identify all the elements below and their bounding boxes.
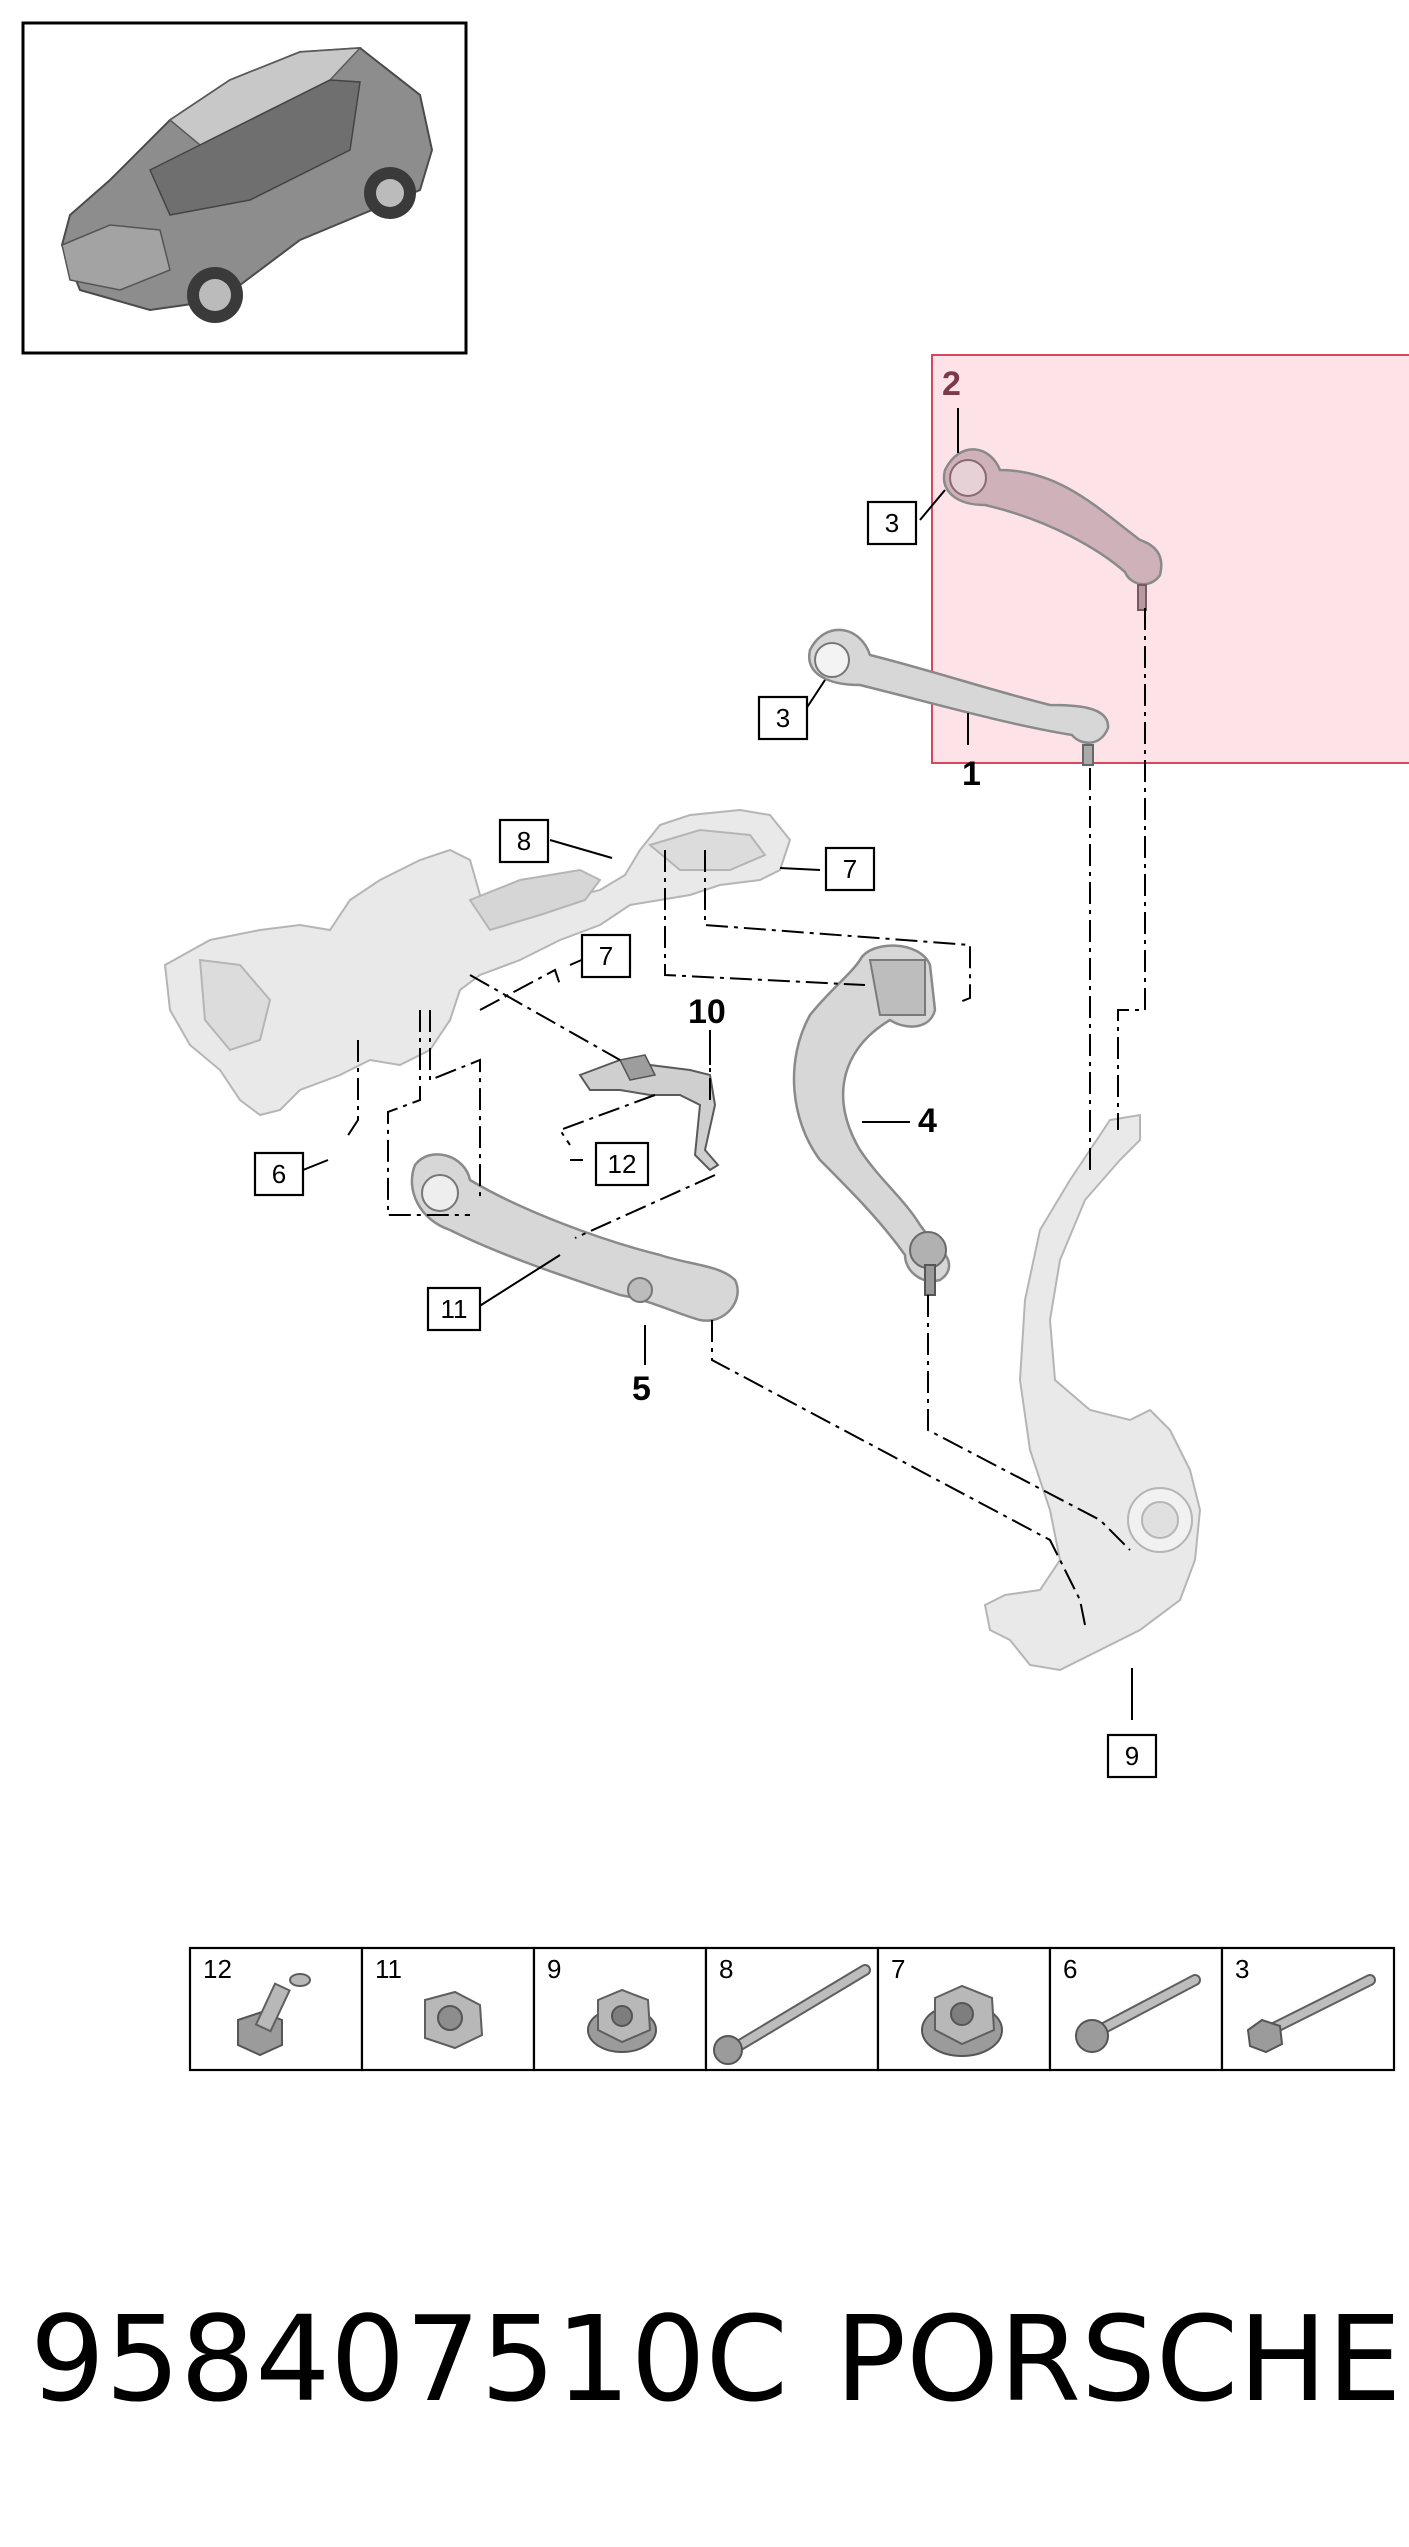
svg-text:11: 11 [375, 1954, 402, 1984]
svg-text:7: 7 [843, 854, 857, 884]
flange-bolt-short-icon [237, 1973, 311, 2057]
hardware-cell-12[interactable]: 12 [188, 1946, 364, 2072]
svg-text:12: 12 [203, 1954, 232, 1984]
callout-7-upper[interactable]: 7 [824, 846, 876, 892]
svg-text:3: 3 [885, 508, 899, 538]
svg-text:2: 2 [942, 365, 961, 403]
upper-control-arm-front[interactable] [942, 448, 1163, 611]
callout-9[interactable]: 9 [1106, 1733, 1158, 1779]
svg-text:11: 11 [441, 1294, 468, 1324]
front-subframe [163, 808, 792, 1117]
svg-text:3: 3 [776, 703, 790, 733]
svg-text:6: 6 [272, 1159, 286, 1189]
hex-nut-icon [424, 1990, 484, 2050]
svg-text:12: 12 [608, 1149, 637, 1179]
hardware-cell-3[interactable]: 3 [1220, 1946, 1396, 2072]
callout-3-upper[interactable]: 3 [866, 500, 918, 546]
svg-text:8: 8 [517, 826, 531, 856]
svg-text:10: 10 [688, 993, 726, 1031]
callout-1[interactable]: 1 [962, 755, 981, 793]
assembly-lines [344, 608, 1146, 1626]
svg-text:8: 8 [719, 1954, 733, 1984]
brand-name: PORSCHE [835, 2290, 1402, 2428]
long-torx-bolt-icon [713, 1964, 871, 2065]
svg-text:6: 6 [1063, 1954, 1077, 1984]
callout-11[interactable]: 11 [426, 1286, 482, 1332]
callout-12[interactable]: 12 [594, 1141, 650, 1187]
svg-text:1: 1 [962, 755, 981, 793]
vehicle-thumbnail [21, 21, 468, 355]
large-flange-nut-icon [921, 1984, 1003, 2057]
lower-control-arm-curved[interactable] [792, 944, 951, 1296]
callout-7-lower[interactable]: 7 [580, 933, 632, 979]
car-icon [60, 46, 434, 323]
callout-5[interactable]: 5 [632, 1370, 651, 1408]
callout-6[interactable]: 6 [253, 1151, 305, 1197]
hex-bolt-icon [1246, 1974, 1376, 2054]
callout-4[interactable]: 4 [918, 1102, 937, 1140]
svg-text:7: 7 [891, 1954, 905, 1984]
level-sensor-linkage[interactable] [578, 1054, 720, 1172]
svg-text:9: 9 [547, 1954, 561, 1984]
upper-control-arm-rear[interactable] [807, 628, 1110, 766]
wheel-carrier [983, 1113, 1202, 1672]
caption: 958407510C PORSCHE [30, 2290, 1402, 2428]
callout-8[interactable]: 8 [498, 818, 550, 864]
torx-bolt-icon [1075, 1974, 1201, 2053]
flange-nut-icon [587, 1988, 657, 2053]
svg-text:3: 3 [1235, 1954, 1249, 1984]
callout-2[interactable]: 2 [942, 365, 961, 403]
svg-text:9: 9 [1125, 1741, 1139, 1771]
hardware-cell-8[interactable]: 8 [704, 1946, 880, 2072]
hardware-cell-6[interactable]: 6 [1048, 1946, 1224, 2072]
svg-text:7: 7 [599, 941, 613, 971]
svg-text:4: 4 [918, 1102, 937, 1140]
callout-3-lower[interactable]: 3 [757, 695, 809, 741]
lower-control-arm-straight[interactable] [410, 1153, 739, 1322]
hardware-table: 12 11 9 8 [188, 1946, 1396, 2072]
svg-text:5: 5 [632, 1370, 651, 1408]
part-number: 958407510C [30, 2290, 788, 2428]
hardware-cell-9[interactable]: 9 [532, 1946, 708, 2072]
hardware-cell-7[interactable]: 7 [876, 1946, 1052, 2072]
callout-10[interactable]: 10 [688, 993, 726, 1031]
hardware-cell-11[interactable]: 11 [360, 1946, 536, 2072]
